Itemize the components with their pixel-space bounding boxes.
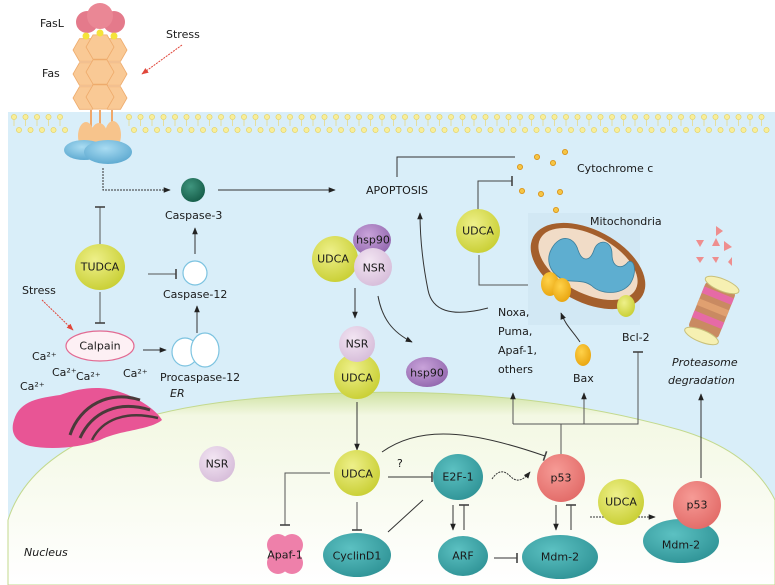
udca-p53-node [598,479,644,525]
mdm2-node [522,535,598,579]
fas-receptor [64,34,132,164]
cytochrome-c-text: Cytochrome c [577,162,653,175]
apoptosis-label: APOPTOSIS [366,184,428,197]
hsp90-free-label: hsp90 [410,367,444,380]
procaspase12-label: Procaspase-12 [160,371,240,384]
mitochondria-label: Mitochondria [590,215,662,228]
mdm2-label: Mdm-2 [541,551,579,564]
nsr-nuclear-node [199,446,235,482]
udca-inhibits-apaf1 [280,472,330,526]
p53-label: p53 [551,472,572,485]
p53-complex-label: p53 [687,499,708,512]
proteasome-label: Proteasome degradation [668,356,741,387]
bax-to-mitochondria-arrow [560,312,581,343]
caspase3-label: Caspase-3 [165,209,222,222]
proteasome-line2: degradation [668,374,735,387]
mdm2-complex-node [643,519,719,563]
mdm2-complex-label: Mdm-2 [662,539,700,552]
proteasome [684,226,740,346]
udca-mito-node [456,209,500,253]
stress-top-label: Stress [166,28,200,41]
caspase3-node [181,178,205,202]
puma-item: Puma, [498,325,532,338]
endoplasmic-reticulum [12,388,162,448]
udca-inhibits-p53-arc [381,433,548,461]
stress-left-label: Stress [22,284,56,297]
p53-complex-node [673,481,721,529]
udca-inhibits-mitochondria [478,255,531,290]
caspase12-label: Caspase-12 [163,288,227,301]
uncertain-mark: ? [397,457,403,470]
calcium-ion: Ca²⁺ [20,380,45,393]
udca-mito-label: UDCA [462,225,494,238]
cyclind1-to-e2f1-line [387,499,424,533]
nucleus-label: Nucleus [24,546,68,559]
stress-top-arrow [141,44,183,75]
e2f1-label: E2F-1 [442,471,473,484]
bax-node [575,344,591,366]
calpain-node [65,330,135,362]
complex-release-hsp90-arrow [377,295,413,343]
fasl-ligand [76,3,125,40]
stress-left-arrow [41,299,74,331]
noxa-group-label: Noxa, Puma, Apaf-1, others [498,306,540,376]
tudca-label: TUDCA [80,261,120,274]
udca-nsr-udca-label: UDCA [341,372,373,385]
cell-membrane [11,114,770,133]
udca-inhibits-cytochrome-release [477,176,513,210]
er-label: ER [170,387,185,400]
calpain-label: Calpain [79,340,120,353]
cytochrome-c-label: Cytochrome c [577,162,653,175]
cytochrome-to-apoptosis-line [396,156,515,177]
noxa-to-apoptosis-arrow [417,212,489,313]
noxa-item: Noxa, [498,306,529,319]
cyclind1-node [323,533,391,577]
bcl2-label: Bcl-2 [622,331,650,344]
complex-udca-label: UDCA [317,253,349,266]
procaspase12-node [171,332,220,368]
calcium-ion: Ca²⁺ [32,350,57,363]
udca-hsp90-nsr-complex [312,224,392,286]
tudca-node [75,244,125,290]
hsp90-free-node [406,357,448,387]
fas-hexagons [72,34,128,110]
udca-nuclear-node [334,450,380,496]
udca-p53-label: UDCA [605,496,637,509]
mitochondria [528,213,646,325]
fas-label: Fas [42,67,60,80]
arf-label: ARF [452,550,474,563]
udca-nsr-complex [334,326,380,399]
nsr-nuclear-label: NSR [206,458,229,471]
bcl2-on-mitochondria [617,295,635,317]
caspase12-node [182,260,208,286]
arf-node [438,536,488,576]
udca-nuclear-label: UDCA [341,468,373,481]
apaf1-item: Apaf-1, [498,344,537,357]
complex-nsr-label: NSR [363,262,386,275]
apaf1-label: Apaf-1 [267,549,303,562]
complex-hsp90-label: hsp90 [356,234,390,247]
e2f1-to-p53-wavy-arrow [491,471,531,481]
calcium-ion: Ca²⁺ [123,367,148,380]
p53-node [537,454,585,502]
bax-label: Bax [573,372,594,385]
others-item: others [498,363,533,376]
proteasome-line1: Proteasome [672,356,738,369]
udca-nsr-nsr-label: NSR [346,338,369,351]
e2f1-node [433,454,483,500]
fas-to-caspase3-arrow [102,168,171,193]
fasl-label: FasL [40,17,65,30]
calcium-ion: Ca²⁺ [76,370,101,383]
p53-bcl2-repression [513,351,643,425]
apaf1-node [267,534,303,574]
cyclind1-label: CyclinD1 [333,550,382,563]
calcium-ion: Ca²⁺ [52,366,77,379]
